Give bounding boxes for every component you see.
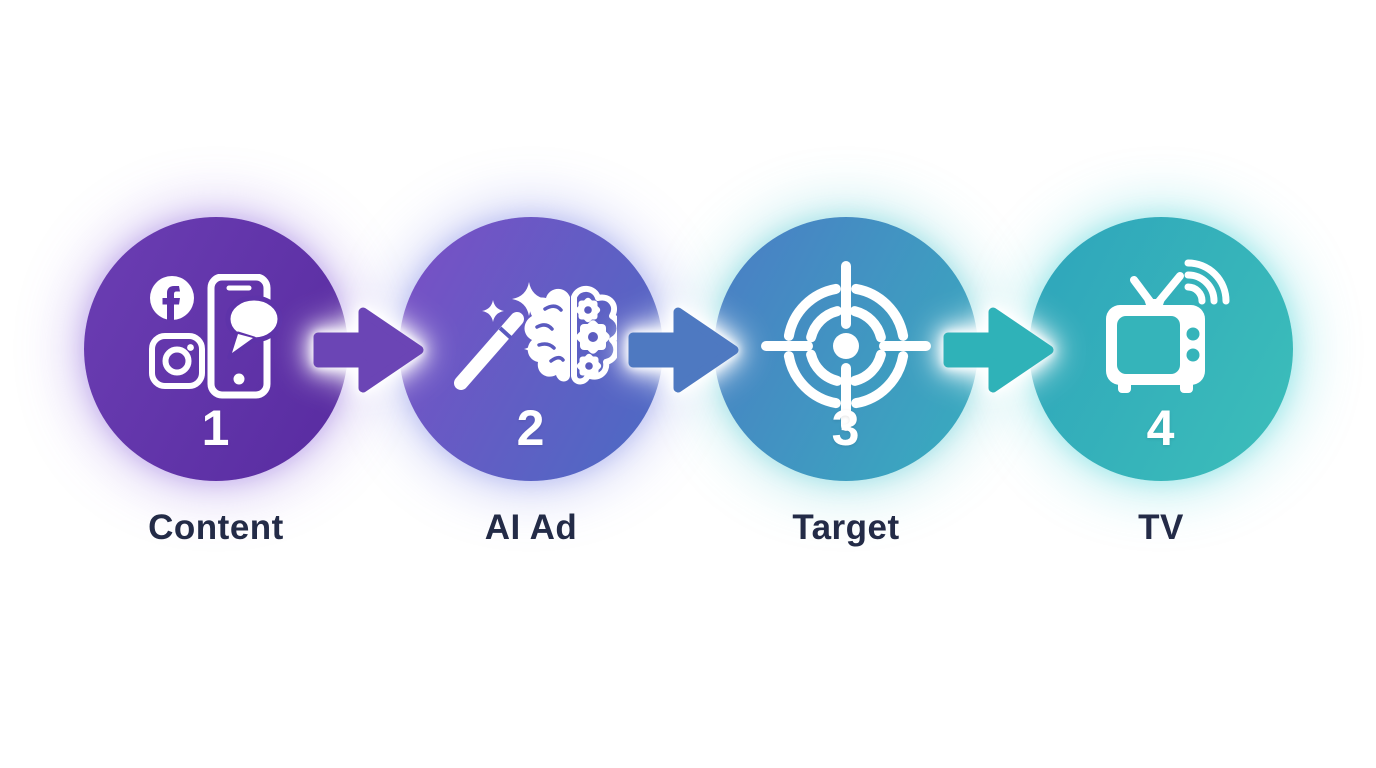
gear-small-top-icon: [575, 297, 601, 323]
step-3-label: Target: [792, 508, 900, 547]
step-4-label: TV: [1138, 508, 1184, 547]
step-1-circle: 1: [84, 217, 348, 481]
flow-arrow-2: [628, 307, 739, 393]
step-1-content: 1: [84, 217, 348, 481]
step-4-tv: 4: [1029, 217, 1293, 481]
gears-icon: [575, 297, 610, 379]
step-2-number: 2: [516, 400, 546, 456]
gear-large-icon: [576, 320, 610, 354]
step-1-label: Content: [148, 508, 284, 547]
flow-arrow-1: [313, 307, 424, 393]
step-1-number: 1: [201, 400, 231, 456]
step-2-label: AI Ad: [484, 508, 578, 547]
gear-small-bottom-icon: [576, 353, 602, 379]
flow-arrow-3: [943, 307, 1054, 393]
step-2-ai-ad: 2: [399, 217, 663, 481]
magic-wand-ai-brain-icon: [454, 282, 617, 390]
magic-wand-icon: [454, 312, 524, 390]
step-4-circle: 4: [1029, 217, 1293, 481]
social-media-phone-icon: [149, 274, 283, 399]
chat-bubble-icon: [225, 295, 283, 360]
step-2-circle: 2: [399, 217, 663, 481]
brain-icon: [524, 285, 617, 385]
step-3-target: 3: [714, 217, 978, 481]
step-4-number: 4: [1146, 400, 1176, 456]
tv-broadcast-icon: [1106, 259, 1230, 393]
facebook-icon: [150, 276, 194, 320]
instagram-icon: [149, 333, 205, 389]
step-3-number: 3: [831, 400, 861, 456]
step-3-circle: 3: [714, 217, 978, 481]
wifi-signal-icon: [1184, 259, 1230, 305]
target-crosshair-icon: [761, 261, 931, 431]
tv-icon: [1106, 305, 1205, 393]
